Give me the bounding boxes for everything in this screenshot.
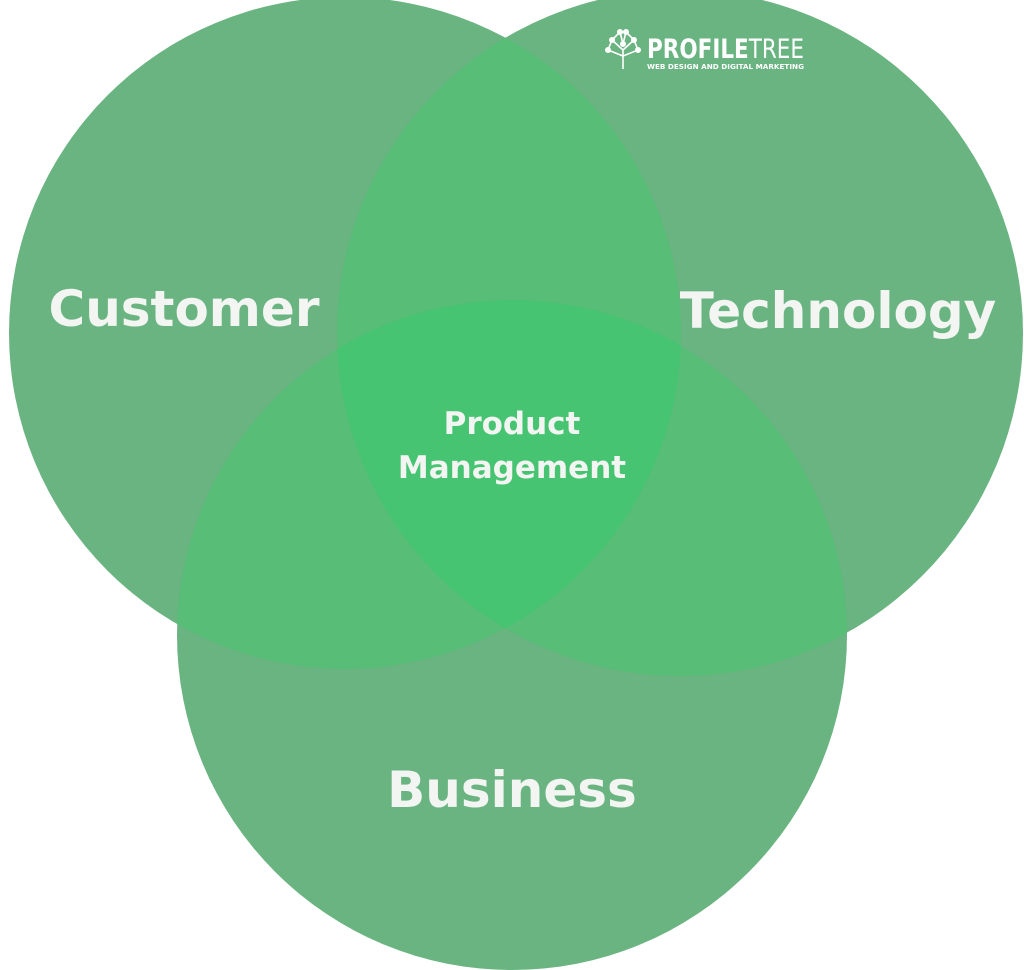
logo-name-part2: TREE (748, 34, 804, 65)
business-label: Business (387, 761, 637, 819)
logo-tagline: WEB DESIGN AND DIGITAL MARKETING (647, 62, 804, 71)
intersection-label-line2: Management (398, 450, 626, 486)
technology-label: Technology (680, 282, 996, 340)
svg-text:PROFILETREE: PROFILETREE (647, 34, 804, 65)
tree-icon (604, 28, 641, 69)
profiletree-logo: PROFILETREE WEB DESIGN AND DIGITAL MARKE… (604, 28, 804, 71)
customer-label: Customer (49, 280, 320, 338)
intersection-label-line1: Product (444, 406, 581, 442)
logo-name-part1: PROFILE (647, 34, 749, 65)
